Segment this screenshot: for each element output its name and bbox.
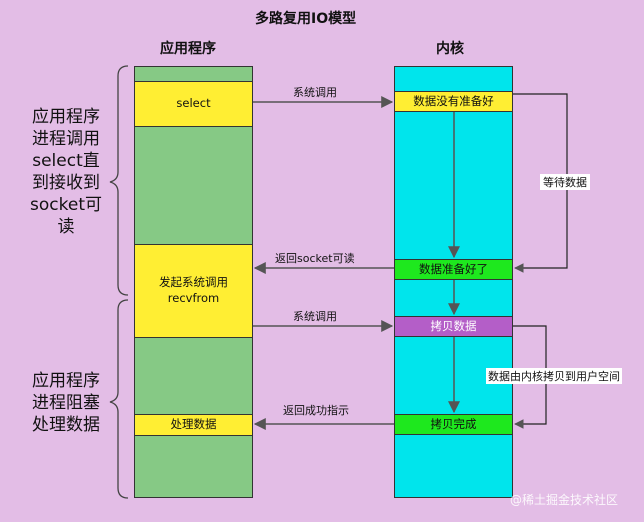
bottom-brace [109, 299, 129, 499]
syscall-label-1: 系统调用 [293, 86, 337, 99]
data-not-ready-label: 数据没有准备好 [413, 93, 494, 108]
data-ready-box: 数据准备好了 [394, 259, 513, 280]
return-readable-label: 返回socket可读 [275, 252, 355, 265]
data-ready-label: 数据准备好了 [419, 261, 488, 276]
kernel-column-header: 内核 [436, 41, 464, 57]
copy-to-user-label: 数据由内核拷贝到用户空间 [486, 368, 622, 384]
data-not-ready-box: 数据没有准备好 [394, 91, 513, 112]
wait-data-label: 等待数据 [540, 174, 590, 190]
copy-data-label: 拷贝数据 [430, 318, 477, 333]
top-brace [109, 65, 129, 296]
return-success-label: 返回成功指示 [283, 404, 349, 417]
syscall-label-2: 系统调用 [293, 310, 337, 323]
process-data-label: 处理数据 [170, 417, 217, 432]
diagram-title: 多路复用IO模型 [255, 11, 357, 27]
copy-done-label: 拷贝完成 [430, 416, 477, 431]
side-text-top: 应用程序 进程调用 select直 到接收到 socket可 读 [30, 107, 102, 238]
recvfrom-line-1: 发起系统调用 [159, 275, 228, 290]
recvfrom-line-2: recvfrom [167, 291, 220, 305]
app-column-header: 应用程序 [160, 41, 216, 57]
select-label: select [176, 96, 211, 111]
watermark: @稀土掘金技术社区 [510, 493, 619, 507]
copy-done-box: 拷贝完成 [394, 414, 513, 435]
side-text-bottom: 应用程序 进程阻塞 处理数据 [32, 371, 100, 436]
select-box: select [134, 81, 253, 127]
copy-data-box: 拷贝数据 [394, 316, 513, 337]
process-data-box: 处理数据 [134, 414, 253, 436]
recvfrom-box: 发起系统调用 recvfrom [134, 244, 253, 338]
